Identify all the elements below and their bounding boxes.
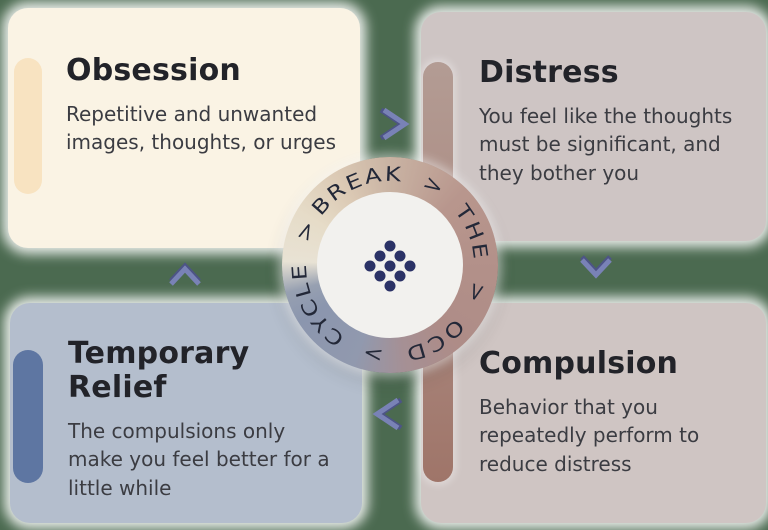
arrow-temporary-relief-to-obsession-icon	[169, 262, 201, 286]
distress-card: Distress You feel like the thoughts must…	[421, 12, 766, 241]
compulsion-description: Behavior that you repeatedly perform to …	[479, 394, 700, 476]
obsession-accent-bar	[14, 58, 42, 194]
distress-description: You feel like the thoughts must be signi…	[479, 103, 733, 185]
obsession-card: Obsession Repetitive and unwanted images…	[8, 8, 360, 248]
distress-title: Distress	[479, 55, 619, 90]
temporary-relief-accent-bar	[13, 350, 43, 483]
arrow-compulsion-to-temporary-relief-icon	[372, 397, 403, 431]
compulsion-card: Compulsion Behavior that you repeatedly …	[421, 303, 766, 523]
cycle-wheel-center	[317, 192, 463, 338]
arrow-distress-to-compulsion-icon	[580, 255, 612, 279]
temporary-relief-title: Temporary Relief	[68, 336, 250, 405]
obsession-title: Obsession	[66, 53, 241, 88]
temporary-relief-card: Temporary Relief The compulsions only ma…	[10, 303, 362, 523]
obsession-description: Repetitive and unwanted images, thoughts…	[66, 101, 336, 155]
compulsion-title: Compulsion	[479, 346, 679, 381]
temporary-relief-description: The compulsions only make you feel bette…	[68, 418, 330, 500]
arrow-obsession-to-distress-icon	[379, 107, 410, 141]
